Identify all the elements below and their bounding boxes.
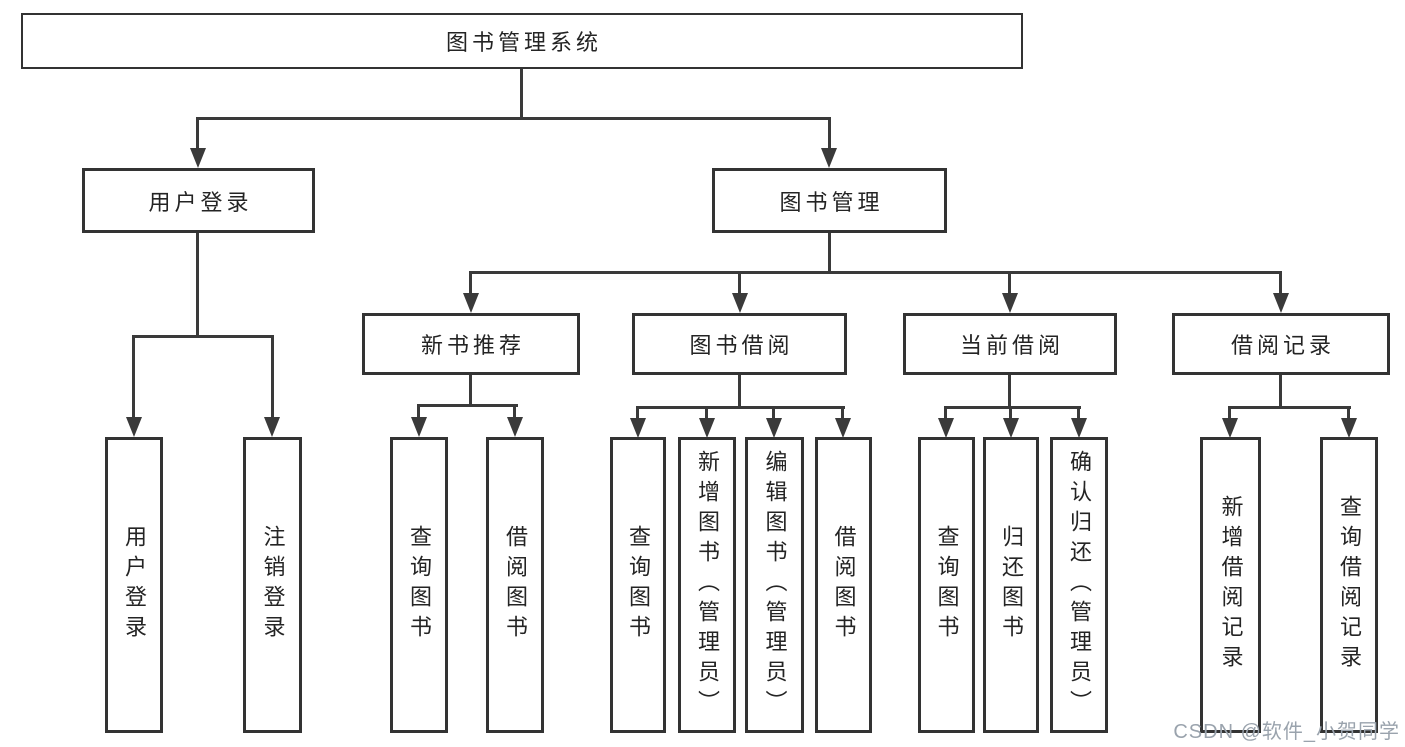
connector-line bbox=[1008, 375, 1011, 408]
arrow-down-icon bbox=[190, 148, 206, 168]
node-leaf-borrow-books-label: 借阅图书 bbox=[831, 525, 857, 645]
node-borrow-records-label: 借阅记录 bbox=[1230, 333, 1335, 358]
node-leaf-borrow-books-recommend: 借阅图书 bbox=[486, 437, 544, 733]
node-leaf-edit-books-admin: 编辑图书（管理员） bbox=[745, 437, 804, 733]
connector-line bbox=[513, 404, 516, 421]
connector-line bbox=[469, 271, 1282, 274]
node-leaf-confirm-return-admin-label: 确认归还（管理员） bbox=[1067, 450, 1092, 720]
connector-line bbox=[636, 406, 639, 422]
arrow-down-icon bbox=[630, 418, 646, 438]
connector-line bbox=[1279, 271, 1282, 297]
connector-line bbox=[841, 406, 844, 422]
node-leaf-query-books-borrow-label: 查询图书 bbox=[626, 525, 651, 645]
connector-line bbox=[738, 271, 741, 297]
connector-line bbox=[1228, 406, 1351, 409]
node-user-login-label: 用户登录 bbox=[148, 189, 253, 215]
node-leaf-add-borrow-record-label: 新增借阅记录 bbox=[1218, 495, 1244, 675]
node-leaf-confirm-return-admin: 确认归还（管理员） bbox=[1050, 437, 1108, 733]
node-new-book-recommend: 新书推荐 bbox=[362, 313, 580, 375]
node-leaf-borrow-books-recommend-label: 借阅图书 bbox=[503, 525, 528, 645]
node-book-borrow-label: 图书借阅 bbox=[689, 333, 794, 358]
arrow-down-icon bbox=[766, 418, 782, 438]
connector-line bbox=[1009, 406, 1012, 422]
arrow-down-icon bbox=[507, 417, 523, 437]
connector-line bbox=[132, 335, 274, 338]
arrow-down-icon bbox=[1273, 293, 1289, 313]
node-leaf-query-borrow-record-label: 查询借阅记录 bbox=[1337, 495, 1362, 675]
connector-line bbox=[417, 404, 518, 407]
node-leaf-add-books-admin-label: 新增图书（管理员） bbox=[695, 450, 720, 720]
node-leaf-query-books-current-label: 查询图书 bbox=[934, 525, 960, 645]
node-new-book-recommend-label: 新书推荐 bbox=[420, 333, 525, 358]
node-leaf-query-borrow-record: 查询借阅记录 bbox=[1320, 437, 1378, 733]
connector-line bbox=[828, 233, 831, 273]
connector-line bbox=[705, 406, 708, 422]
node-borrow-records: 借阅记录 bbox=[1172, 313, 1390, 375]
connector-line bbox=[1347, 406, 1350, 422]
connector-line bbox=[944, 406, 947, 422]
node-leaf-add-borrow-record: 新增借阅记录 bbox=[1200, 437, 1261, 733]
node-leaf-query-books-current: 查询图书 bbox=[918, 437, 975, 733]
node-book-borrow: 图书借阅 bbox=[632, 313, 847, 375]
node-current-borrow: 当前借阅 bbox=[903, 313, 1117, 375]
node-leaf-return-books-label: 归还图书 bbox=[999, 525, 1024, 645]
connector-line bbox=[828, 117, 831, 150]
csdn-watermark: CSDN @软件_小贺同学 bbox=[1173, 721, 1400, 743]
arrow-down-icon bbox=[264, 417, 280, 437]
connector-line bbox=[196, 117, 831, 120]
connector-line bbox=[469, 375, 472, 406]
node-leaf-query-books-recommend-label: 查询图书 bbox=[407, 525, 432, 645]
arrow-down-icon bbox=[126, 417, 142, 437]
connector-line bbox=[196, 117, 199, 150]
arrow-down-icon bbox=[821, 148, 837, 168]
connector-line bbox=[636, 406, 845, 409]
arrow-down-icon bbox=[463, 293, 479, 313]
connector-line bbox=[132, 335, 135, 419]
arrow-down-icon bbox=[1003, 418, 1019, 438]
connector-line bbox=[738, 375, 741, 408]
arrow-down-icon bbox=[1222, 418, 1238, 438]
arrow-down-icon bbox=[411, 417, 427, 437]
arrow-down-icon bbox=[835, 418, 851, 438]
node-leaf-borrow-books: 借阅图书 bbox=[815, 437, 872, 733]
connector-line bbox=[1279, 375, 1282, 408]
connector-line bbox=[944, 406, 1081, 409]
arrow-down-icon bbox=[1002, 293, 1018, 313]
connector-line bbox=[1008, 271, 1011, 297]
arrow-down-icon bbox=[1341, 418, 1357, 438]
connector-line bbox=[1228, 406, 1231, 422]
node-book-management: 图书管理 bbox=[712, 168, 947, 233]
connector-line bbox=[469, 271, 472, 297]
node-leaf-add-books-admin: 新增图书（管理员） bbox=[678, 437, 736, 733]
arrow-down-icon bbox=[699, 418, 715, 438]
node-book-management-label: 图书管理 bbox=[779, 189, 884, 215]
connector-line bbox=[520, 69, 523, 119]
connector-line bbox=[196, 233, 199, 337]
connector-line bbox=[772, 406, 775, 422]
node-leaf-edit-books-admin-label: 编辑图书（管理员） bbox=[762, 450, 788, 720]
node-leaf-return-books: 归还图书 bbox=[983, 437, 1039, 733]
node-root-label: 图书管理系统 bbox=[445, 30, 602, 55]
node-leaf-query-books-recommend: 查询图书 bbox=[390, 437, 448, 733]
arrow-down-icon bbox=[938, 418, 954, 438]
node-user-login: 用户登录 bbox=[82, 168, 315, 233]
connector-line bbox=[271, 335, 274, 419]
arrow-down-icon bbox=[732, 293, 748, 313]
node-current-borrow-label: 当前借阅 bbox=[959, 333, 1064, 358]
node-leaf-logout: 注销登录 bbox=[243, 437, 302, 733]
connector-line bbox=[417, 404, 420, 421]
node-root: 图书管理系统 bbox=[21, 13, 1023, 69]
connector-line bbox=[1077, 406, 1080, 422]
node-leaf-logout-label: 注销登录 bbox=[260, 525, 286, 645]
node-leaf-user-login-label: 用户登录 bbox=[122, 525, 147, 645]
node-leaf-query-books-borrow: 查询图书 bbox=[610, 437, 666, 733]
node-leaf-user-login: 用户登录 bbox=[105, 437, 163, 733]
arrow-down-icon bbox=[1071, 418, 1087, 438]
